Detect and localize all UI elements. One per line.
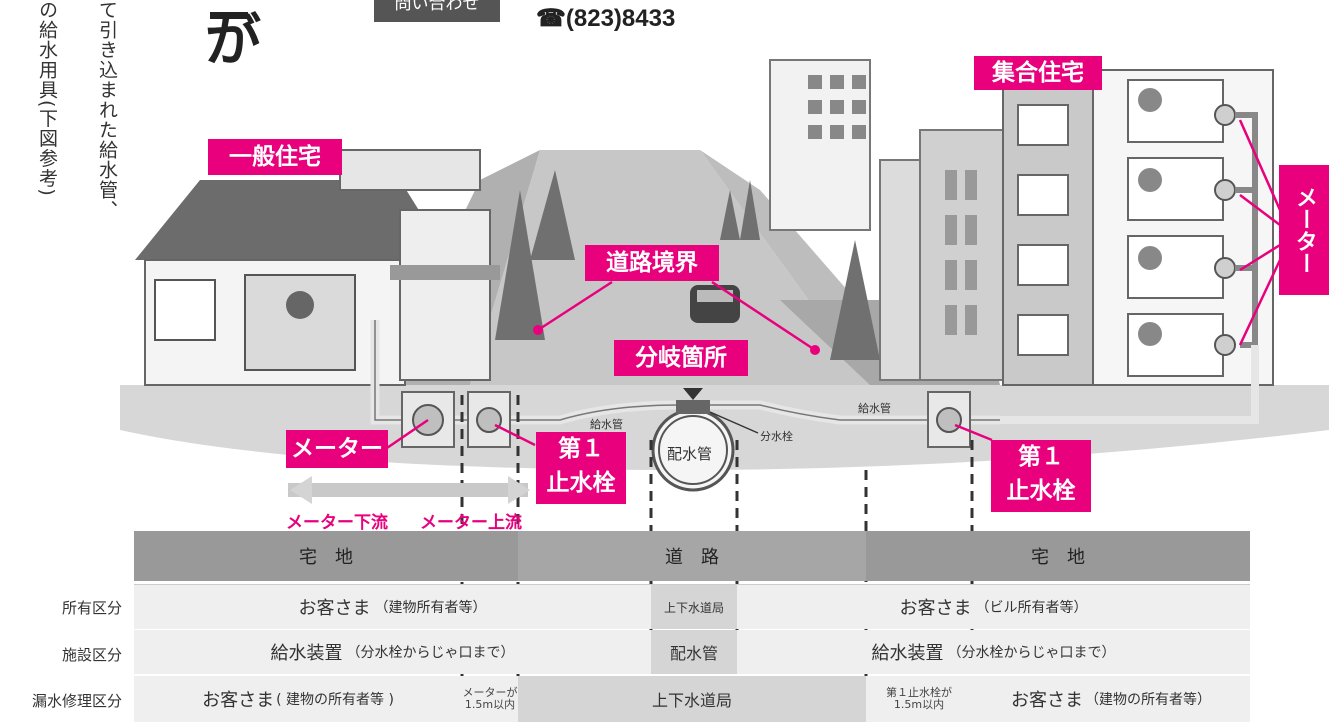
row3-right: お客さま （建物の所有者等） [972, 676, 1250, 722]
row3-right-main: お客さま [1011, 690, 1083, 711]
header-center: 道 路 [518, 531, 866, 581]
label-stop-valve-left: 第１ 止水栓 [536, 432, 626, 504]
meter-downstream-label: メーター下流 [286, 513, 388, 533]
row3-right-small: 第１止水栓が 1.5m以内 [886, 686, 952, 711]
row3-center: 上下水道局 [518, 676, 866, 722]
label-stop-valve-right: 第１ 止水栓 [991, 440, 1091, 512]
row3-left-main: お客さま [202, 690, 275, 711]
row1-right-note: （ビル所有者等） [975, 600, 1088, 616]
row2-right-main: 給水装置 [871, 643, 944, 664]
header-left: 宅 地 [299, 547, 353, 568]
heading-fragment-cut [210, 0, 248, 19]
row1-center: 上下水道局 [651, 585, 737, 629]
distribution-pipe-label: 配水管 [667, 445, 713, 463]
label-road-boundary: 道路境界 [585, 245, 719, 281]
label-branch-point: 分岐箇所 [614, 340, 748, 376]
row2-left-note: （分水栓からじゃ口まで） [346, 645, 515, 661]
side-text-column-2: の給水用具(下図参考) [36, 0, 58, 197]
row1-left-note: （建物所有者等） [374, 600, 487, 616]
row2-right-note: （分水栓からじゃ口まで） [947, 645, 1116, 661]
heading-fragment: が [205, 9, 261, 74]
row-label-facility: 施設区分 [61, 646, 122, 664]
label-meter-right: メーター [1279, 165, 1329, 295]
header-right: 宅 地 [1031, 547, 1085, 568]
row3-right-note: （建物の所有者等） [1085, 692, 1211, 708]
row1-left-main: お客さま [298, 598, 371, 619]
side-text-column-1: て引き込まれた給水管、 [96, 0, 118, 220]
inquiry-label: 問い合わせ [374, 0, 500, 22]
supply-pipe-left-label: 給水管 [590, 418, 623, 431]
label-meter-left: メーター [286, 430, 388, 468]
supply-pipe-right-label: 給水管 [858, 402, 891, 415]
table-row: お客さま ( 建物の所有者等 ) メーターが 1.5m以内 上下水道局 第１止水… [134, 676, 1250, 722]
label-apartment: 集合住宅 [974, 56, 1102, 90]
table-row: 給水装置 （分水栓からじゃ口まで） 配水管 給水装置 （分水栓からじゃ口まで） [134, 630, 1250, 674]
label-general-house: 一般住宅 [208, 139, 342, 175]
table-row: お客さま （建物所有者等） 上下水道局 お客さま （ビル所有者等） [134, 584, 1250, 629]
row3-left-small: メーターが 1.5m以内 [462, 686, 518, 711]
inquiry-phone: ☎(823)8433 [536, 5, 676, 32]
row3-left: お客さま ( 建物の所有者等 ) [134, 676, 462, 722]
row-label-ownership: 所有区分 [61, 599, 122, 617]
row1-left: お客さま （建物所有者等） [134, 585, 651, 629]
table-header: 宅 地 道 路 宅 地 [134, 531, 1250, 581]
row3-left-note: ( 建物の所有者等 ) [276, 692, 394, 708]
row2-center: 配水管 [651, 630, 737, 674]
row1-right-main: お客さま [899, 598, 972, 619]
row1-right: お客さま （ビル所有者等） [737, 585, 1250, 629]
row-label-leak-repair: 漏水修理区分 [31, 692, 122, 710]
row2-left: 給水装置 （分水栓からじゃ口まで） [134, 630, 651, 674]
row2-right: 給水装置 （分水栓からじゃ口まで） [737, 630, 1250, 674]
row2-left-main: 給水装置 [270, 643, 343, 664]
meter-upstream-label: メーター上流 [420, 513, 522, 533]
branch-valve-label: 分水栓 [760, 430, 793, 443]
